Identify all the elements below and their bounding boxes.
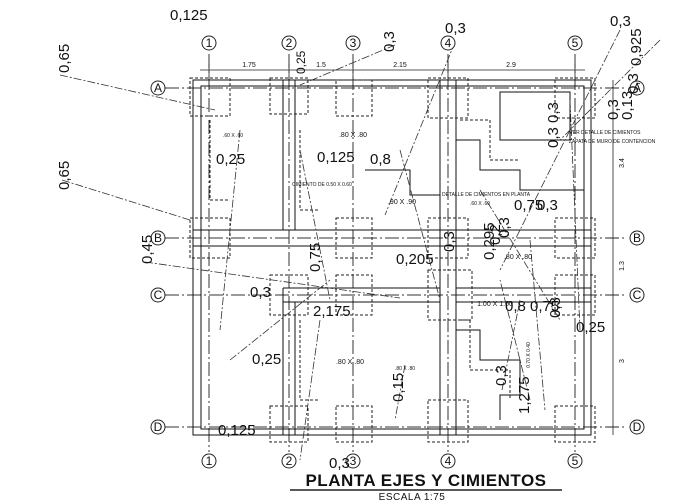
annotation-21: 0,2 [487,224,504,245]
annotation-4: 0,45 [139,235,156,264]
annotation-20: 0,25 [252,351,281,368]
annotation-24: 0,3 [496,217,513,238]
footing-label-4: .80 X .80 [504,254,532,261]
annotation-34: 0,8 [505,298,526,315]
title-block: PLANTA EJES Y CIMIENTOS ESCALA 1:75 [290,471,562,503]
top-dim-4: 2.9 [506,62,516,69]
axis-3-top: 3 [350,36,357,50]
annotation-13: 0,25 [216,151,245,168]
annotation-15: 0,75 [307,243,324,272]
right-dim-3: 3 [619,359,626,363]
axis-4-bottom: 4 [445,454,452,468]
axis-C-left: C [154,288,163,302]
row-bubbles-left: A B C D [150,80,166,435]
annotation-25: 0,125 [218,422,256,439]
annotation-10: 0,3 [605,99,622,120]
annotation-27: 0,15 [390,373,407,402]
footing-label-3: .80 X .80 [336,359,364,366]
footing-label-7: .80 X .80 [395,366,415,372]
row-bubbles-right: A B C D [629,80,645,435]
axis-2-bottom: 2 [286,454,293,468]
annotation-8: 0,3 [610,13,631,30]
annotation-5: 0,3 [445,20,466,37]
annotation-12: 0,8 [370,151,391,168]
annotation-33: 0,295 [481,222,498,260]
annotation-22: 0,3 [537,197,558,214]
footing-label-5: 1.00 X 1.00 [477,301,513,308]
annotation-28: 0,3 [493,365,510,386]
axis-A-right: A [633,81,641,95]
column-bubbles-bottom: 1 2 3 4 5 [201,453,583,469]
note-4: ZAPATA DE MURO DE CONTENCION [569,139,656,145]
top-dim-2: 1.5 [316,62,326,69]
top-dimension-line: 1.75 1.5 2.15 2.9 [200,62,585,76]
note-3: VER DETALLE DE CIMIENTOS [570,130,642,136]
axis-4-top: 4 [445,36,452,50]
annotation-26: 0,3 [329,455,350,472]
annotation-18: 0,3 [250,284,271,301]
footing-label-1: .80 X .80 [339,132,367,139]
annotation-11: 0,125 [317,149,355,166]
axis-1-bottom: 1 [206,454,213,468]
notes: CIMIENTO DE 0.50 X 0.60 DETALLE DE CIMIE… [292,130,655,198]
walls [192,79,592,436]
annotation-29: 1,275 [516,376,533,414]
horizontal-axis-lines [165,87,625,428]
annotation-3: 0,65 [56,161,73,190]
axis-2-top: 2 [286,36,293,50]
annotation-9: 0,925 [628,28,645,66]
annotation-35: 0,75 [530,298,559,315]
leader-lines [59,29,661,461]
axis-5-top: 5 [572,36,579,50]
drawing-title: PLANTA EJES Y CIMIENTOS [305,471,546,490]
footings [189,77,596,443]
axis-5-bottom: 5 [572,454,579,468]
footing-labels: .80 X .80 .90 X .90 .80 X .80 .80 X .80 … [223,132,532,372]
axis-3-bottom: 3 [350,454,357,468]
annotation-6: 0,3 [381,31,398,52]
note-2: DETALLE DE CIMIENTOS EN PLANTA [442,192,531,198]
top-dim-1: 1.75 [242,62,256,69]
right-dimension-line: 3.4 1.3 3 [607,80,626,435]
annotation-32: 0,3 [545,102,562,123]
footing-label-9: 0.70 X 0.40 [526,342,532,368]
annotation-14: 0,3 [545,127,562,148]
annotation-37: 0,13 [619,91,636,120]
axis-D-left: D [154,420,163,434]
footing-label-2: .90 X .90 [388,199,416,206]
axis-D-right: D [633,420,642,434]
right-dim-1: 3.4 [619,158,626,168]
axis-1-top: 1 [206,36,213,50]
annotation-2: 0,65 [56,44,73,73]
right-dim-2: 1.3 [619,261,626,271]
footing-label-8: .60 X .60 [470,201,490,207]
annotation-36: 0,3 [625,73,642,94]
annotation-7: 0,25 [294,50,308,74]
annotation-17: 0,205 [396,251,434,268]
top-dim-3: 2.15 [393,62,407,69]
axis-C-right: C [633,288,642,302]
annotation-30: 0,3 [547,297,564,318]
footing-label-6: .60 X .60 [223,133,243,139]
annotation-23: 0,75 [514,197,543,214]
annotation-31: 0,25 [576,319,605,336]
column-bubbles-top: 1 2 3 4 5 [201,35,583,51]
note-1: CIMIENTO DE 0.50 X 0.60 [292,182,352,188]
overlay-annotations: 0,125 0,65 0,65 0,45 0,3 0,3 0,25 0,3 0,… [56,7,645,472]
drawing-scale: ESCALA 1:75 [379,492,446,503]
axis-B-right: B [633,231,641,245]
axis-B-left: B [154,231,162,245]
annotation-16: 0,3 [441,231,458,252]
axis-A-left: A [154,81,162,95]
annotation-1: 0,125 [170,7,208,24]
annotation-19: 2,175 [313,303,351,320]
